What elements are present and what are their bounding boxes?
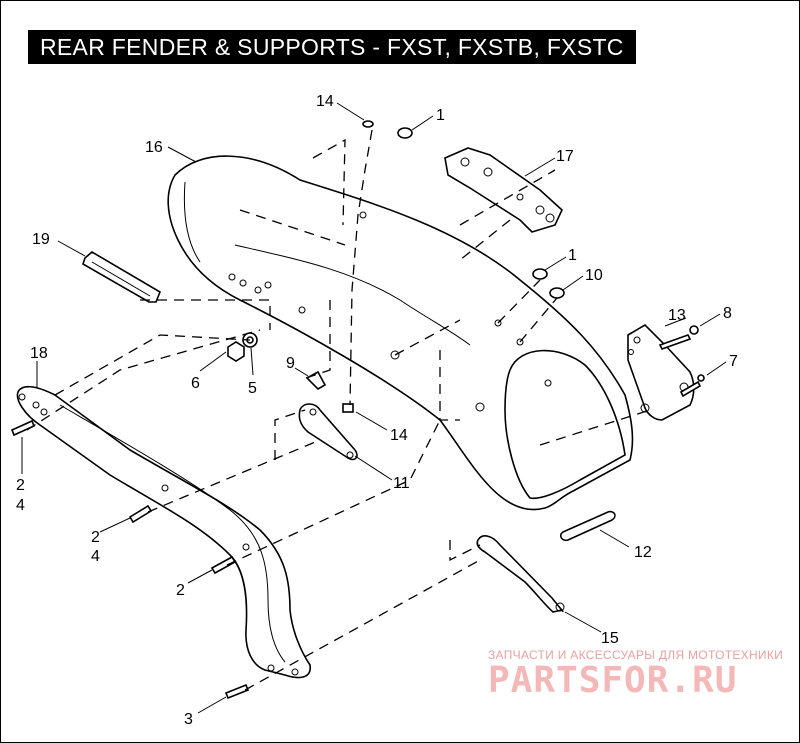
callout-3: 3 [184,711,193,728]
callout-15: 15 [601,630,619,647]
diagram-title: REAR FENDER & SUPPORTS - FXST, FXSTB, FX… [28,30,636,64]
callout-14: 14 [390,427,408,444]
callout-7: 7 [729,353,738,370]
callout-13: 13 [668,307,686,324]
watermark-tagline: ЗАПЧАСТИ И АКСЕССУАРЫ ДЛЯ МОТОТЕХНИКИ [488,648,784,662]
callout-17: 17 [556,148,574,165]
fender-support-bracket [16,385,311,679]
callout-6: 6 [191,375,200,392]
callout-11: 11 [393,475,410,492]
callout-4: 4 [91,548,100,565]
callout-5: 5 [248,380,257,397]
callout-4: 4 [16,497,25,514]
fender-plate [444,147,563,233]
spacer-strap [560,510,616,542]
callout-2: 2 [91,529,100,546]
rear-support-link [298,403,358,461]
callout-labels: 14 1 16 17 19 1 10 13 8 7 18 6 5 9 14 11… [16,93,738,728]
callout-14: 14 [316,93,334,110]
alignment-lines [26,129,651,691]
callout-12: 12 [634,544,652,561]
callout-16: 16 [145,139,163,156]
callout-19: 19 [32,231,50,248]
callout-1: 1 [436,107,445,124]
callout-2: 2 [16,477,25,494]
callout-8: 8 [723,305,732,322]
watermark-logo: PARTSFOR.RU [488,660,738,701]
leader-lines [21,102,727,714]
callout-10: 10 [585,267,603,284]
callout-1: 1 [568,247,577,264]
lower-support-strap [476,535,565,613]
callout-2: 2 [176,582,185,599]
callout-18: 18 [30,345,48,362]
rear-fender [167,155,634,511]
callout-9: 9 [286,355,295,372]
reflector [82,251,161,303]
